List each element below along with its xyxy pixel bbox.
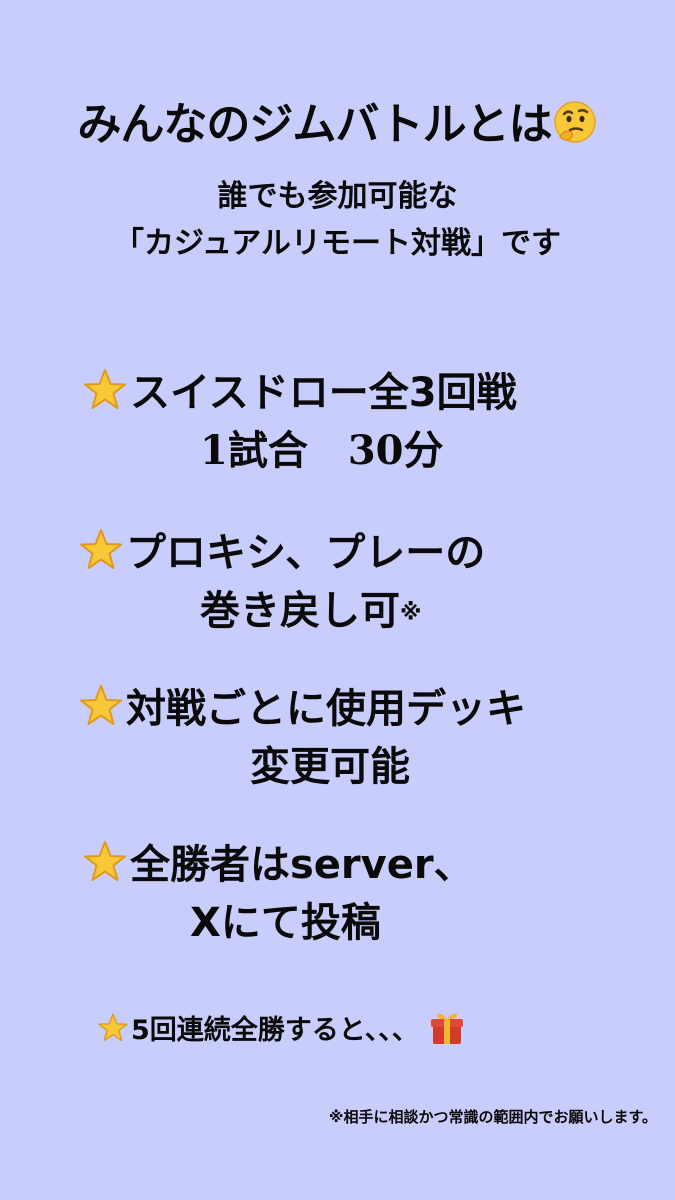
footnote: ※相手に相談かつ常識の範囲内でお願いします。 (328, 1108, 657, 1126)
bonus-text: 5回連続全勝すると、、、 (131, 1015, 419, 1046)
subtitle-line1: 誰でも参加可能な (217, 179, 458, 214)
rule-4-line2: Xにて投稿 (190, 900, 381, 946)
bonus-line: 5回連続全勝すると、、、 (97, 1008, 466, 1054)
subtitle-line2: 「カジュアルリモート対戦」です (114, 226, 561, 261)
star-icon (78, 683, 124, 739)
rule-item-2: プロキシ、プレーの (78, 520, 485, 583)
page-title-text: みんなのジムバトルとは (77, 99, 552, 150)
star-icon (97, 1012, 129, 1051)
rule-1-line2: 1試合 30分 (200, 427, 444, 474)
rule-4-line1: 全勝者はserver、 (130, 842, 474, 888)
rule-item-1: スイスドロー全3回戦 (82, 360, 517, 423)
rule-3-line1: 対戦ごとに使用デッキ (126, 686, 526, 732)
star-icon (78, 527, 124, 583)
thinking-face-icon (552, 99, 598, 156)
rule-2-line2: 巻き戻し可 (200, 588, 400, 634)
rule-item-3: 対戦ごとに使用デッキ (78, 676, 526, 739)
rule-item-4: 全勝者はserver、 (82, 832, 474, 895)
rule-1-line1: スイスドロー全3回戦 (130, 370, 517, 416)
page-title: みんなのジムバトルとは (0, 88, 675, 156)
rule-2-line2-wrap: 巻き戻し可※ (200, 578, 421, 636)
star-icon (82, 367, 128, 423)
rule-2-line1: プロキシ、プレーの (126, 530, 486, 576)
rule-3-line2: 変更可能 (250, 744, 410, 790)
rule-2-note-mark: ※ (400, 600, 422, 626)
star-icon (82, 839, 128, 895)
gift-icon (428, 1009, 466, 1054)
